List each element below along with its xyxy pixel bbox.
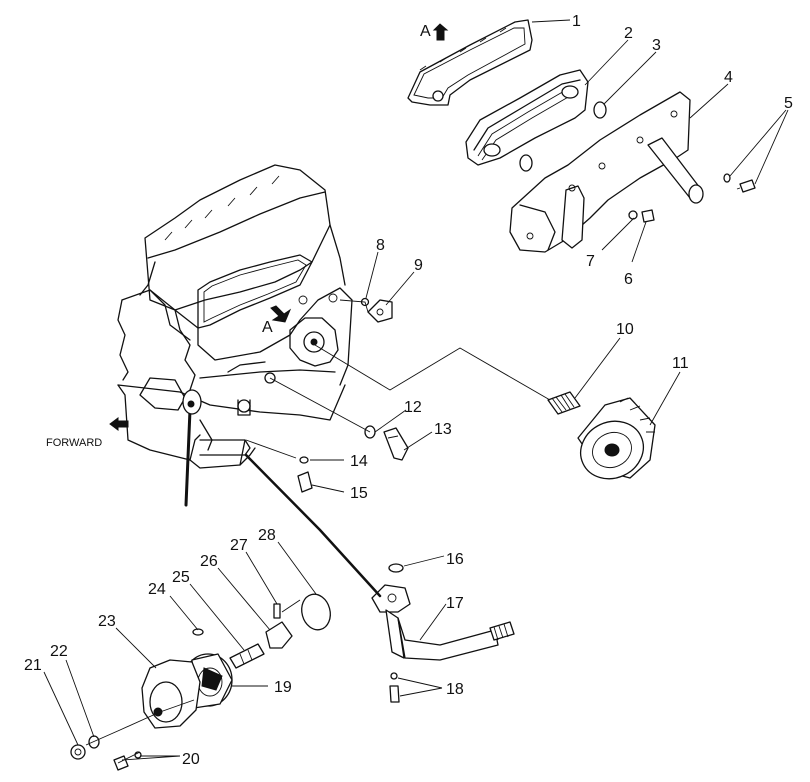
o-ring-16: [388, 563, 404, 573]
callout-9: 9: [414, 257, 423, 274]
callout-19: 19: [274, 679, 292, 696]
plug-14-15: [297, 456, 313, 493]
oil-filter-11: [577, 397, 656, 480]
callout-23: 23: [98, 613, 116, 630]
bolt-18: [389, 672, 400, 703]
forward-label: FORWARD: [46, 437, 102, 449]
suction-pipe-17: [371, 584, 515, 661]
washers-nuts-20-21-22: [70, 735, 142, 771]
callout-16: 16: [446, 551, 464, 568]
callout-3: 3: [652, 37, 661, 54]
callout-21: 21: [24, 657, 42, 674]
callout-7: 7: [586, 253, 595, 270]
callout-14: 14: [350, 453, 368, 470]
assembly-lines: [85, 299, 551, 764]
view-marker-a-block: A: [262, 319, 273, 336]
o-rings-3: [519, 101, 607, 172]
callout-20: 20: [182, 751, 200, 768]
callout-11: 11: [672, 355, 689, 372]
callout-8: 8: [376, 237, 385, 254]
callout-24: 24: [148, 581, 166, 598]
view-marker-a-top: A: [420, 23, 431, 40]
forward-arrow-icon: [109, 417, 129, 431]
callout-13: 13: [434, 421, 452, 438]
callout-26: 26: [200, 553, 218, 570]
leader-lines: [43, 19, 789, 761]
callout-4: 4: [724, 69, 733, 86]
callout-10: 10: [616, 321, 634, 338]
seal-and-plate-8-9: [360, 297, 393, 323]
oil-cooler-housing: [509, 91, 704, 253]
pump-shaft-25: [229, 643, 265, 669]
callout-15: 15: [350, 485, 368, 502]
pressure-switch-12-13: [364, 425, 409, 461]
callout-6: 6: [624, 271, 633, 288]
callout-5: 5: [784, 95, 793, 112]
oil-cooler-cover-gasket: [407, 19, 533, 106]
callout-27: 27: [230, 537, 248, 554]
pin-24-27: [192, 603, 281, 636]
callout-28: 28: [258, 527, 276, 544]
callout-1: 1: [572, 13, 581, 30]
callout-22: 22: [50, 643, 68, 660]
callout-25: 25: [172, 569, 190, 586]
callout-2: 2: [624, 25, 633, 42]
pump-gear-26: [265, 621, 293, 649]
callout-17: 17: [446, 595, 464, 612]
engine-block: [117, 164, 353, 507]
callout-18: 18: [446, 681, 464, 698]
filter-nipple-10: [547, 391, 581, 415]
bolts-5-6-7: [628, 173, 756, 223]
gasket-28: [301, 593, 331, 631]
callout-labels: 1 2 3 4 5 6 7 8 9 10 11 12 13 14 15 16 1…: [24, 13, 793, 768]
pump-cover-23: [141, 659, 201, 729]
oil-cooler-element: [465, 69, 589, 166]
callout-12: 12: [404, 399, 422, 416]
